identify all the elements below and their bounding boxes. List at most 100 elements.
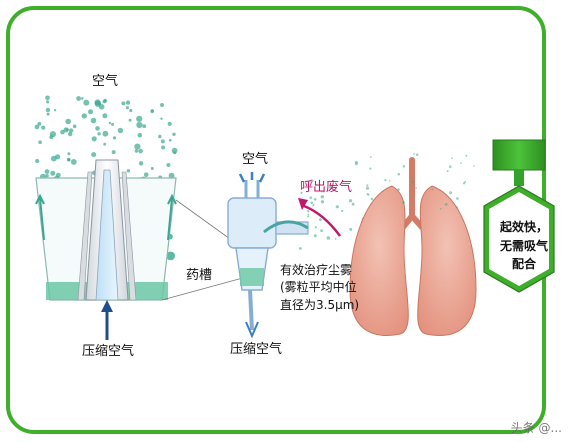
aerosol-dot: [465, 154, 468, 157]
aerosol-dot: [341, 209, 344, 213]
aerosol-dot: [50, 170, 56, 176]
aerosol-dot: [365, 186, 370, 190]
badge-line-1: 起效快，: [499, 220, 548, 234]
left-compressed-air-label: 压缩空气: [82, 344, 135, 359]
aerosol-dot: [166, 251, 176, 261]
aerosol-dot: [172, 132, 176, 136]
aerosol-dot: [335, 205, 339, 209]
aerosol-dot: [167, 121, 172, 126]
feature-badge: [483, 139, 555, 293]
aerosol-dot: [125, 106, 129, 110]
aerosol-dot: [300, 191, 303, 194]
aerosol-dot: [307, 210, 310, 213]
aerosol-dot: [90, 117, 97, 124]
cone-rib-left: [77, 171, 93, 301]
compressed-air-inlet: [248, 289, 254, 331]
compressed-air-arrowhead: [101, 300, 113, 312]
aerosol-dot: [142, 124, 147, 129]
aerosol-dot: [138, 148, 143, 154]
aerosol-dot: [370, 197, 374, 201]
aerosol-dot: [320, 200, 325, 204]
aerosol-dot: [354, 162, 358, 166]
aerosol-dot: [98, 104, 105, 110]
badge-inner: [489, 192, 549, 286]
aerosol-dot: [137, 132, 143, 138]
aerosol-dot: [66, 157, 71, 162]
aerosol-dot: [166, 163, 171, 167]
aerosol-dot: [314, 226, 317, 229]
aerosol-dot: [150, 109, 155, 114]
aerosol-dot: [439, 207, 442, 210]
aerosol-dot: [70, 159, 77, 165]
aerosol-dot: [45, 174, 49, 178]
aerosol-dot: [44, 169, 50, 175]
aerosol-dot: [37, 121, 42, 126]
right-lung: [417, 185, 477, 336]
aerosol-dot: [369, 167, 372, 170]
aerosol-dot: [117, 127, 124, 134]
aerosol-dot: [158, 134, 162, 139]
aerosol-dot: [320, 195, 324, 199]
aerosol-dot: [60, 129, 65, 135]
aerosol-dot: [449, 165, 452, 168]
aerosol-dot: [46, 100, 50, 104]
aerosol-dot: [455, 206, 458, 209]
aerosol-dot: [81, 113, 88, 119]
aerosol-note: 有效治疗尘雾 (雾粒平均中位 直径为3.5μm): [280, 262, 359, 314]
aerosol-dot: [134, 143, 141, 150]
aerosol-dot: [134, 149, 139, 153]
aerosol-dot: [34, 124, 40, 130]
exhaled-gas-label: 呼出废气: [300, 180, 353, 195]
aerosol-dot: [136, 115, 143, 122]
aerosol-dot: [366, 184, 369, 187]
inlet-arrow: [245, 321, 259, 339]
badge-text: 起效快， 无需吸气 配合: [490, 218, 558, 274]
badge-cap: [492, 139, 546, 171]
exhaled-gas-arrow: [303, 204, 342, 237]
aerosol-dot: [320, 190, 323, 193]
middle-compressed-air-label: 压缩空气: [230, 342, 283, 357]
aerosol-dot: [348, 199, 353, 203]
aerosol-dot: [298, 247, 302, 250]
aerosol-dot: [95, 126, 100, 131]
jet-nebulizer-cutaway: [34, 95, 178, 340]
aerosol-dot: [307, 215, 310, 218]
aerosol-dot: [415, 187, 418, 189]
badge-line-3: 配合: [511, 257, 536, 272]
aerosol-dot: [444, 203, 448, 206]
aerosol-dot: [143, 172, 149, 177]
aerosol-dot: [446, 170, 449, 173]
aerosol-dot: [41, 125, 46, 130]
aerosol-dot: [161, 145, 166, 150]
aerosol-note-line-1: 有效治疗尘雾: [280, 263, 353, 277]
watermark: 头条 @...: [510, 421, 562, 435]
aerosol-dot: [72, 124, 77, 129]
zoom-line-bottom: [161, 275, 251, 301]
exhaled-gas-arrowhead: [298, 198, 308, 210]
aerosol-dot: [121, 101, 126, 106]
aerosol-dot: [102, 99, 107, 104]
aerosol-dot: [35, 158, 40, 164]
aerosol-dot: [313, 198, 317, 201]
aerosol-dot: [49, 135, 54, 140]
jet-tube: [95, 169, 119, 301]
aerosol-dot: [126, 169, 131, 173]
aerosol-dot: [150, 167, 154, 170]
aerosol-dot: [160, 103, 164, 107]
aerosol-dot: [462, 182, 466, 185]
aerosol-dot: [319, 218, 322, 222]
aerosol-dot: [313, 234, 317, 238]
aerosol-dot: [45, 95, 50, 101]
nebulizer-upper-body: [227, 197, 277, 249]
cone-rib-right: [121, 171, 137, 301]
aerosol-dot: [384, 179, 387, 182]
aerosol-dot: [53, 109, 57, 112]
aerosol-dot: [45, 107, 51, 113]
airflow-arrow-left: [35, 193, 45, 241]
aerosol-dot: [326, 236, 331, 240]
badge-line-2: 无需吸气: [499, 238, 548, 253]
aerosol-dot: [456, 197, 459, 200]
badge-stem: [514, 170, 524, 186]
aerosol-path: [263, 220, 309, 234]
